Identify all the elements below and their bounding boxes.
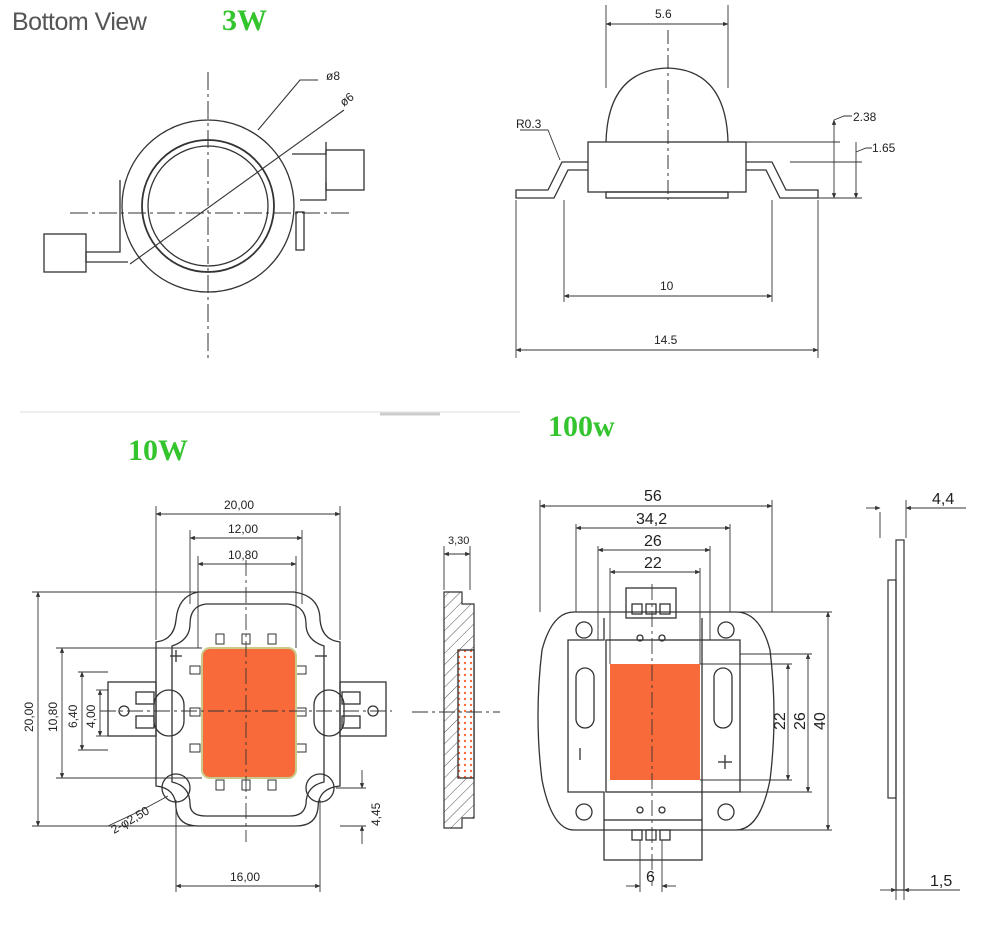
base-strip xyxy=(605,191,729,199)
right-lead xyxy=(292,142,327,201)
dim-height-total: 2.38 xyxy=(853,110,877,124)
lens-dome xyxy=(605,67,729,143)
10w-dim-640: 6,40 xyxy=(66,704,80,728)
dim-d6: ø6 xyxy=(337,89,357,109)
10w-board xyxy=(155,591,341,827)
title-100w: 100w xyxy=(548,410,615,443)
100w-top-view xyxy=(537,587,775,861)
dim-radius: R0.3 xyxy=(516,117,542,131)
10w-dim-holes: 2-φ2,50 xyxy=(109,803,152,836)
10w-dim-400: 4,00 xyxy=(84,704,98,728)
100w-dim-342: 34,2 xyxy=(636,511,667,528)
10w-dim-20-left: 20,00 xyxy=(22,702,36,732)
title-3w: 3W xyxy=(222,4,267,37)
left-pad xyxy=(43,233,87,273)
title-10w: 10W xyxy=(128,434,188,467)
100w-side-board xyxy=(895,539,905,891)
3w-side-view xyxy=(515,5,872,358)
100w-dim-22-top: 22 xyxy=(644,555,662,572)
100w-top-tab xyxy=(625,587,677,619)
100w-inner-frame xyxy=(567,618,741,820)
100w-dim-26-right: 26 xyxy=(792,712,809,730)
polarity-slot xyxy=(295,211,305,251)
10w-dim-1080-left: 10,80 xyxy=(46,702,60,732)
10w-led-chip xyxy=(201,647,297,779)
dim-lens-width: 5.6 xyxy=(655,7,672,21)
10w-dim-16: 16,00 xyxy=(230,870,260,884)
100w-dim-22-right: 22 xyxy=(772,712,789,730)
100w-dim-6: 6 xyxy=(646,869,655,886)
dim-width-10: 10 xyxy=(660,279,674,293)
left-lead-side xyxy=(515,161,588,199)
10w-side-chip xyxy=(457,649,475,779)
100w-dim-44: 4,4 xyxy=(932,491,954,508)
10w-inner-outline xyxy=(171,603,325,817)
100w-dim-40: 40 xyxy=(812,712,829,730)
bottom-view-title: Bottom View xyxy=(12,8,147,36)
left-lead xyxy=(85,180,128,263)
100w-side-view xyxy=(866,500,966,900)
10w-dim-445: 4,45 xyxy=(369,802,383,826)
dim-width-145: 14.5 xyxy=(654,333,678,347)
right-lead-side xyxy=(746,161,819,199)
100w-dim-26-top: 26 xyxy=(644,533,662,550)
10w-side-view xyxy=(412,546,500,829)
3w-bottom-view xyxy=(43,72,365,358)
10w-dim-12: 12,00 xyxy=(228,522,258,536)
100w-dim-56: 56 xyxy=(644,488,662,505)
100w-led-chip xyxy=(610,664,700,780)
100w-bottom-tab xyxy=(603,819,703,861)
10w-dim-1080-top: 10,80 xyxy=(228,548,258,562)
100w-side-body xyxy=(887,579,897,799)
100w-dim-15: 1,5 xyxy=(930,873,952,890)
10w-dim-thickness: 3,30 xyxy=(448,535,469,547)
body-block xyxy=(587,141,747,193)
10w-top-view xyxy=(107,591,387,827)
dim-height-lead: 1.65 xyxy=(872,141,896,155)
right-pad xyxy=(325,149,365,191)
10w-dim-20-top: 20,00 xyxy=(224,498,254,512)
dim-d8: ø8 xyxy=(326,69,340,83)
